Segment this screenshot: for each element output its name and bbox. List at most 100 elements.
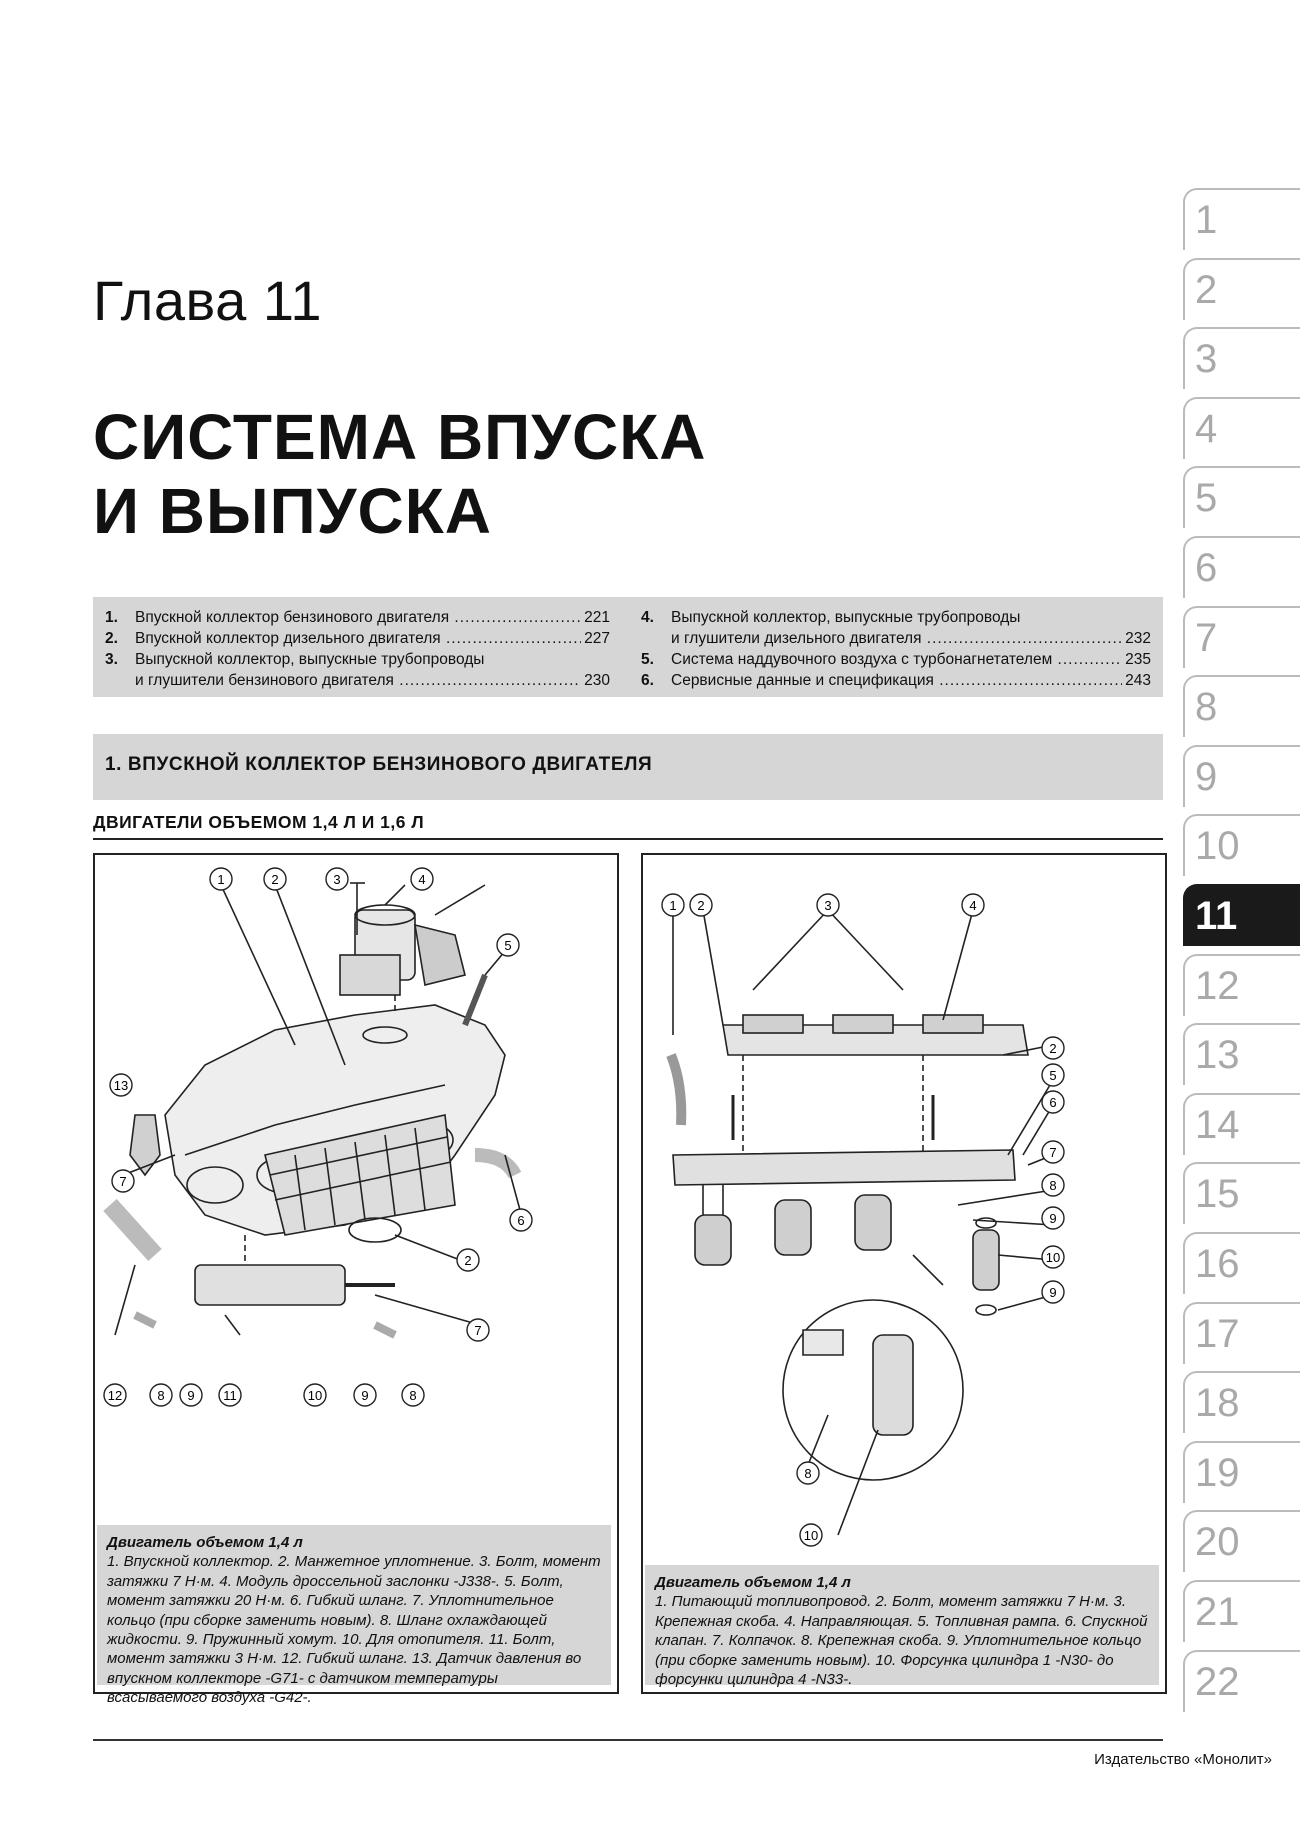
toc-item-number: 4. <box>641 609 654 626</box>
chapter-tab-number: 10 <box>1195 824 1240 869</box>
callout-6: 6 <box>517 1213 524 1228</box>
toc-item: 6.Сервисные данные и спецификация ......… <box>641 670 1151 691</box>
toc-item: 4.Выпускной коллектор, выпускные трубопр… <box>641 607 1151 628</box>
toc-item-number: 3. <box>105 651 118 668</box>
callout-r7: 7 <box>1049 1145 1056 1160</box>
chapter-tab-shape <box>1183 327 1300 390</box>
toc-item-page: 235 <box>1125 651 1151 668</box>
publisher-name: Издательство «Монолит» <box>1094 1751 1272 1768</box>
figure-fuel-rail: 1 2 3 4 2 5 6 7 8 9 10 9 8 10 Двигатель … <box>641 853 1167 1694</box>
chapter-tab-number: 2 <box>1195 267 1218 312</box>
toc-item-text: и глушители бензинового двигателя ......… <box>135 672 581 689</box>
toc-item-page: 230 <box>584 672 610 689</box>
callout-r8: 8 <box>1049 1178 1056 1193</box>
callout-4: 4 <box>418 872 425 887</box>
callout-2b: 2 <box>464 1253 471 1268</box>
chapter-tab-shape <box>1183 466 1300 529</box>
chapter-tab-8[interactable]: 8 <box>1183 675 1300 738</box>
chapter-tab-9[interactable]: 9 <box>1183 744 1300 807</box>
chapter-tab-shape <box>1183 396 1300 459</box>
fuel-rail-diagram: 1 2 3 4 2 5 6 7 8 9 10 9 8 10 <box>661 893 1065 1547</box>
toc-item-page <box>1148 607 1151 628</box>
chapter-tab-number: 19 <box>1195 1450 1240 1495</box>
chapter-tab-18[interactable]: 18 <box>1183 1371 1300 1434</box>
callout-12: 12 <box>108 1388 122 1403</box>
chapter-tab-shape <box>1183 605 1300 668</box>
chapter-tab-number: 5 <box>1195 476 1218 521</box>
chapter-tab-number: 1 <box>1195 198 1218 242</box>
chapter-tab-4[interactable]: 4 <box>1183 396 1300 459</box>
toc-item-text: Выпускной коллектор, выпускные трубопров… <box>135 651 485 668</box>
figure-left-caption-text: 1. Впускной коллектор. 2. Манжетное упло… <box>107 1553 601 1707</box>
callout-11: 11 <box>223 1388 237 1403</box>
chapter-tab-13[interactable]: 13 <box>1183 1023 1300 1086</box>
chapter-tab-21[interactable]: 21 <box>1183 1580 1300 1642</box>
chapter-tab-shape <box>1183 188 1300 250</box>
callout-5: 5 <box>504 938 511 953</box>
subsection-title: ДВИГАТЕЛИ ОБЪЕМОМ 1,4 Л И 1,6 Л <box>93 812 425 832</box>
figure-left-caption: Двигатель объемом 1,4 л 1. Впускной колл… <box>97 1525 611 1706</box>
callout-r8b: 8 <box>804 1466 811 1481</box>
figure-right-caption: Двигатель объемом 1,4 л 1. Питающий топл… <box>645 1565 1159 1689</box>
chapter-tab-10[interactable]: 10 <box>1183 814 1300 877</box>
toc-item-page: 227 <box>584 630 610 647</box>
toc-item-text: Сервисные данные и спецификация ........… <box>671 672 1122 689</box>
toc-item-page <box>607 649 610 670</box>
table-of-contents: 1.Впускной коллектор бензинового двигате… <box>93 597 1163 697</box>
chapter-tab-shape <box>1183 953 1300 1016</box>
toc-item: 2.Впускной коллектор дизельного двигател… <box>105 628 610 649</box>
callout-r4: 4 <box>969 898 976 913</box>
toc-item-page: 243 <box>1125 672 1151 689</box>
chapter-tab-5[interactable]: 5 <box>1183 466 1300 529</box>
callout-r10b: 10 <box>804 1528 818 1543</box>
chapter-tab-number: 4 <box>1195 406 1218 451</box>
toc-item-text: Впускной коллектор дизельного двигателя … <box>135 630 581 647</box>
chapter-tab-17[interactable]: 17 <box>1183 1301 1300 1364</box>
chapter-tab-number: 17 <box>1195 1311 1240 1356</box>
chapter-tab-7[interactable]: 7 <box>1183 605 1300 668</box>
callout-2: 2 <box>271 872 278 887</box>
chapter-tab-shape <box>1183 1162 1300 1225</box>
callout-r9b: 9 <box>1049 1285 1056 1300</box>
chapter-tab-number: 9 <box>1195 754 1218 799</box>
chapter-tab-shape <box>1183 1092 1300 1155</box>
callout-r2b: 2 <box>1049 1041 1056 1056</box>
chapter-tab-shape <box>1183 536 1300 598</box>
callout-r9: 9 <box>1049 1211 1056 1226</box>
chapter-tab-shape <box>1183 814 1300 877</box>
toc-item-page: 232 <box>1125 630 1151 647</box>
chapter-tab-3[interactable]: 3 <box>1183 327 1300 390</box>
chapter-tab-number: 12 <box>1195 963 1240 1008</box>
footer-rule <box>93 1739 1163 1741</box>
figure-right-caption-text: 1. Питающий топливопровод. 2. Болт, моме… <box>655 1593 1148 1689</box>
toc-item-number <box>105 670 135 691</box>
callout-8: 8 <box>157 1388 164 1403</box>
chapter-tab-shape <box>1183 1301 1300 1364</box>
toc-item-text: и глушители дизельного двигателя .......… <box>671 630 1123 647</box>
chapter-tab-1[interactable]: 1 <box>1183 188 1300 250</box>
chapter-tab-shape <box>1183 1371 1300 1434</box>
chapter-tab-15[interactable]: 15 <box>1183 1162 1300 1225</box>
callout-7b: 7 <box>474 1323 481 1338</box>
chapter-tab-11[interactable]: 11 <box>1183 884 1300 946</box>
chapter-tab-shape <box>1183 1440 1300 1503</box>
chapter-tab-14[interactable]: 14 <box>1183 1092 1300 1155</box>
chapter-tab-number: 20 <box>1195 1520 1240 1565</box>
callout-7: 7 <box>119 1174 126 1189</box>
chapter-tab-22[interactable]: 22 <box>1183 1649 1300 1712</box>
chapter-tab-16[interactable]: 16 <box>1183 1232 1300 1294</box>
chapter-tab-19[interactable]: 19 <box>1183 1440 1300 1503</box>
chapter-tab-number: 22 <box>1195 1659 1240 1704</box>
subsection-rule <box>93 838 1163 840</box>
chapter-tab-shape <box>1183 1510 1300 1573</box>
chapter-tab-6[interactable]: 6 <box>1183 536 1300 598</box>
chapter-tab-2[interactable]: 2 <box>1183 257 1300 320</box>
callout-r1: 1 <box>669 898 676 913</box>
chapter-tab-number: 6 <box>1195 546 1218 590</box>
chapter-tab-shape <box>1183 675 1300 738</box>
chapter-tab-12[interactable]: 12 <box>1183 953 1300 1016</box>
chapter-tab-number: 18 <box>1195 1381 1240 1426</box>
chapter-tab-20[interactable]: 20 <box>1183 1510 1300 1573</box>
chapter-tab-number: 7 <box>1195 615 1218 660</box>
callout-10: 10 <box>308 1388 322 1403</box>
